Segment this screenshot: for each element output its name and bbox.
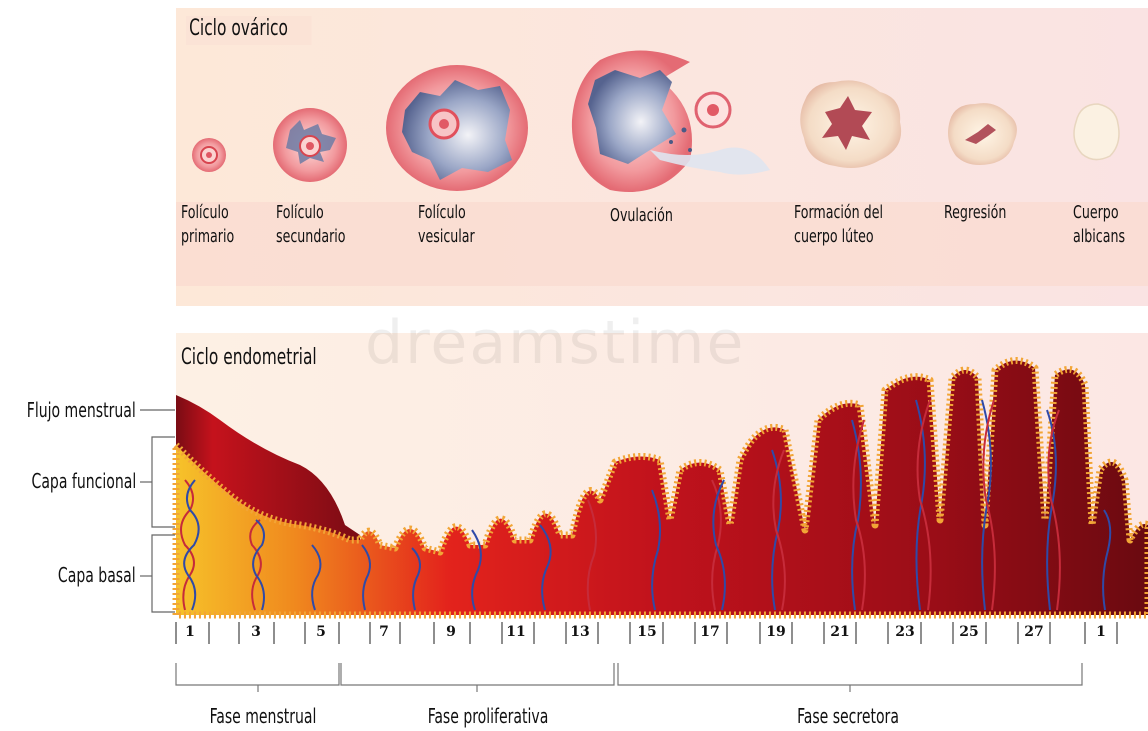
day-label: 21 (830, 624, 849, 640)
day-label: 3 (251, 624, 261, 640)
phase-label-menstrual: Fase menstrual (210, 704, 317, 728)
day-label: 19 (766, 624, 785, 640)
day-label: 1 (1096, 624, 1106, 640)
layer-brackets (140, 410, 175, 612)
day-label: 25 (959, 624, 978, 640)
side-label-basal-layer: Capa basal (58, 563, 136, 587)
day-label: 27 (1024, 624, 1043, 640)
day-label: 1 (185, 624, 195, 640)
day-label: 17 (700, 624, 719, 640)
phase-label-secretory: Fase secretora (797, 704, 899, 728)
day-label: 9 (446, 624, 456, 640)
phase-brackets (176, 663, 1082, 692)
day-label: 13 (570, 624, 589, 640)
phase-label-proliferative: Fase proliferativa (428, 704, 549, 728)
side-label-functional-layer: Capa funcional (31, 469, 136, 493)
day-label: 5 (316, 624, 326, 640)
day-label: 23 (895, 624, 914, 640)
day-label: 15 (637, 624, 656, 640)
day-label: 7 (379, 624, 389, 640)
day-label: 11 (506, 624, 525, 640)
side-label-menstrual-flow: Flujo menstrual (27, 398, 136, 422)
